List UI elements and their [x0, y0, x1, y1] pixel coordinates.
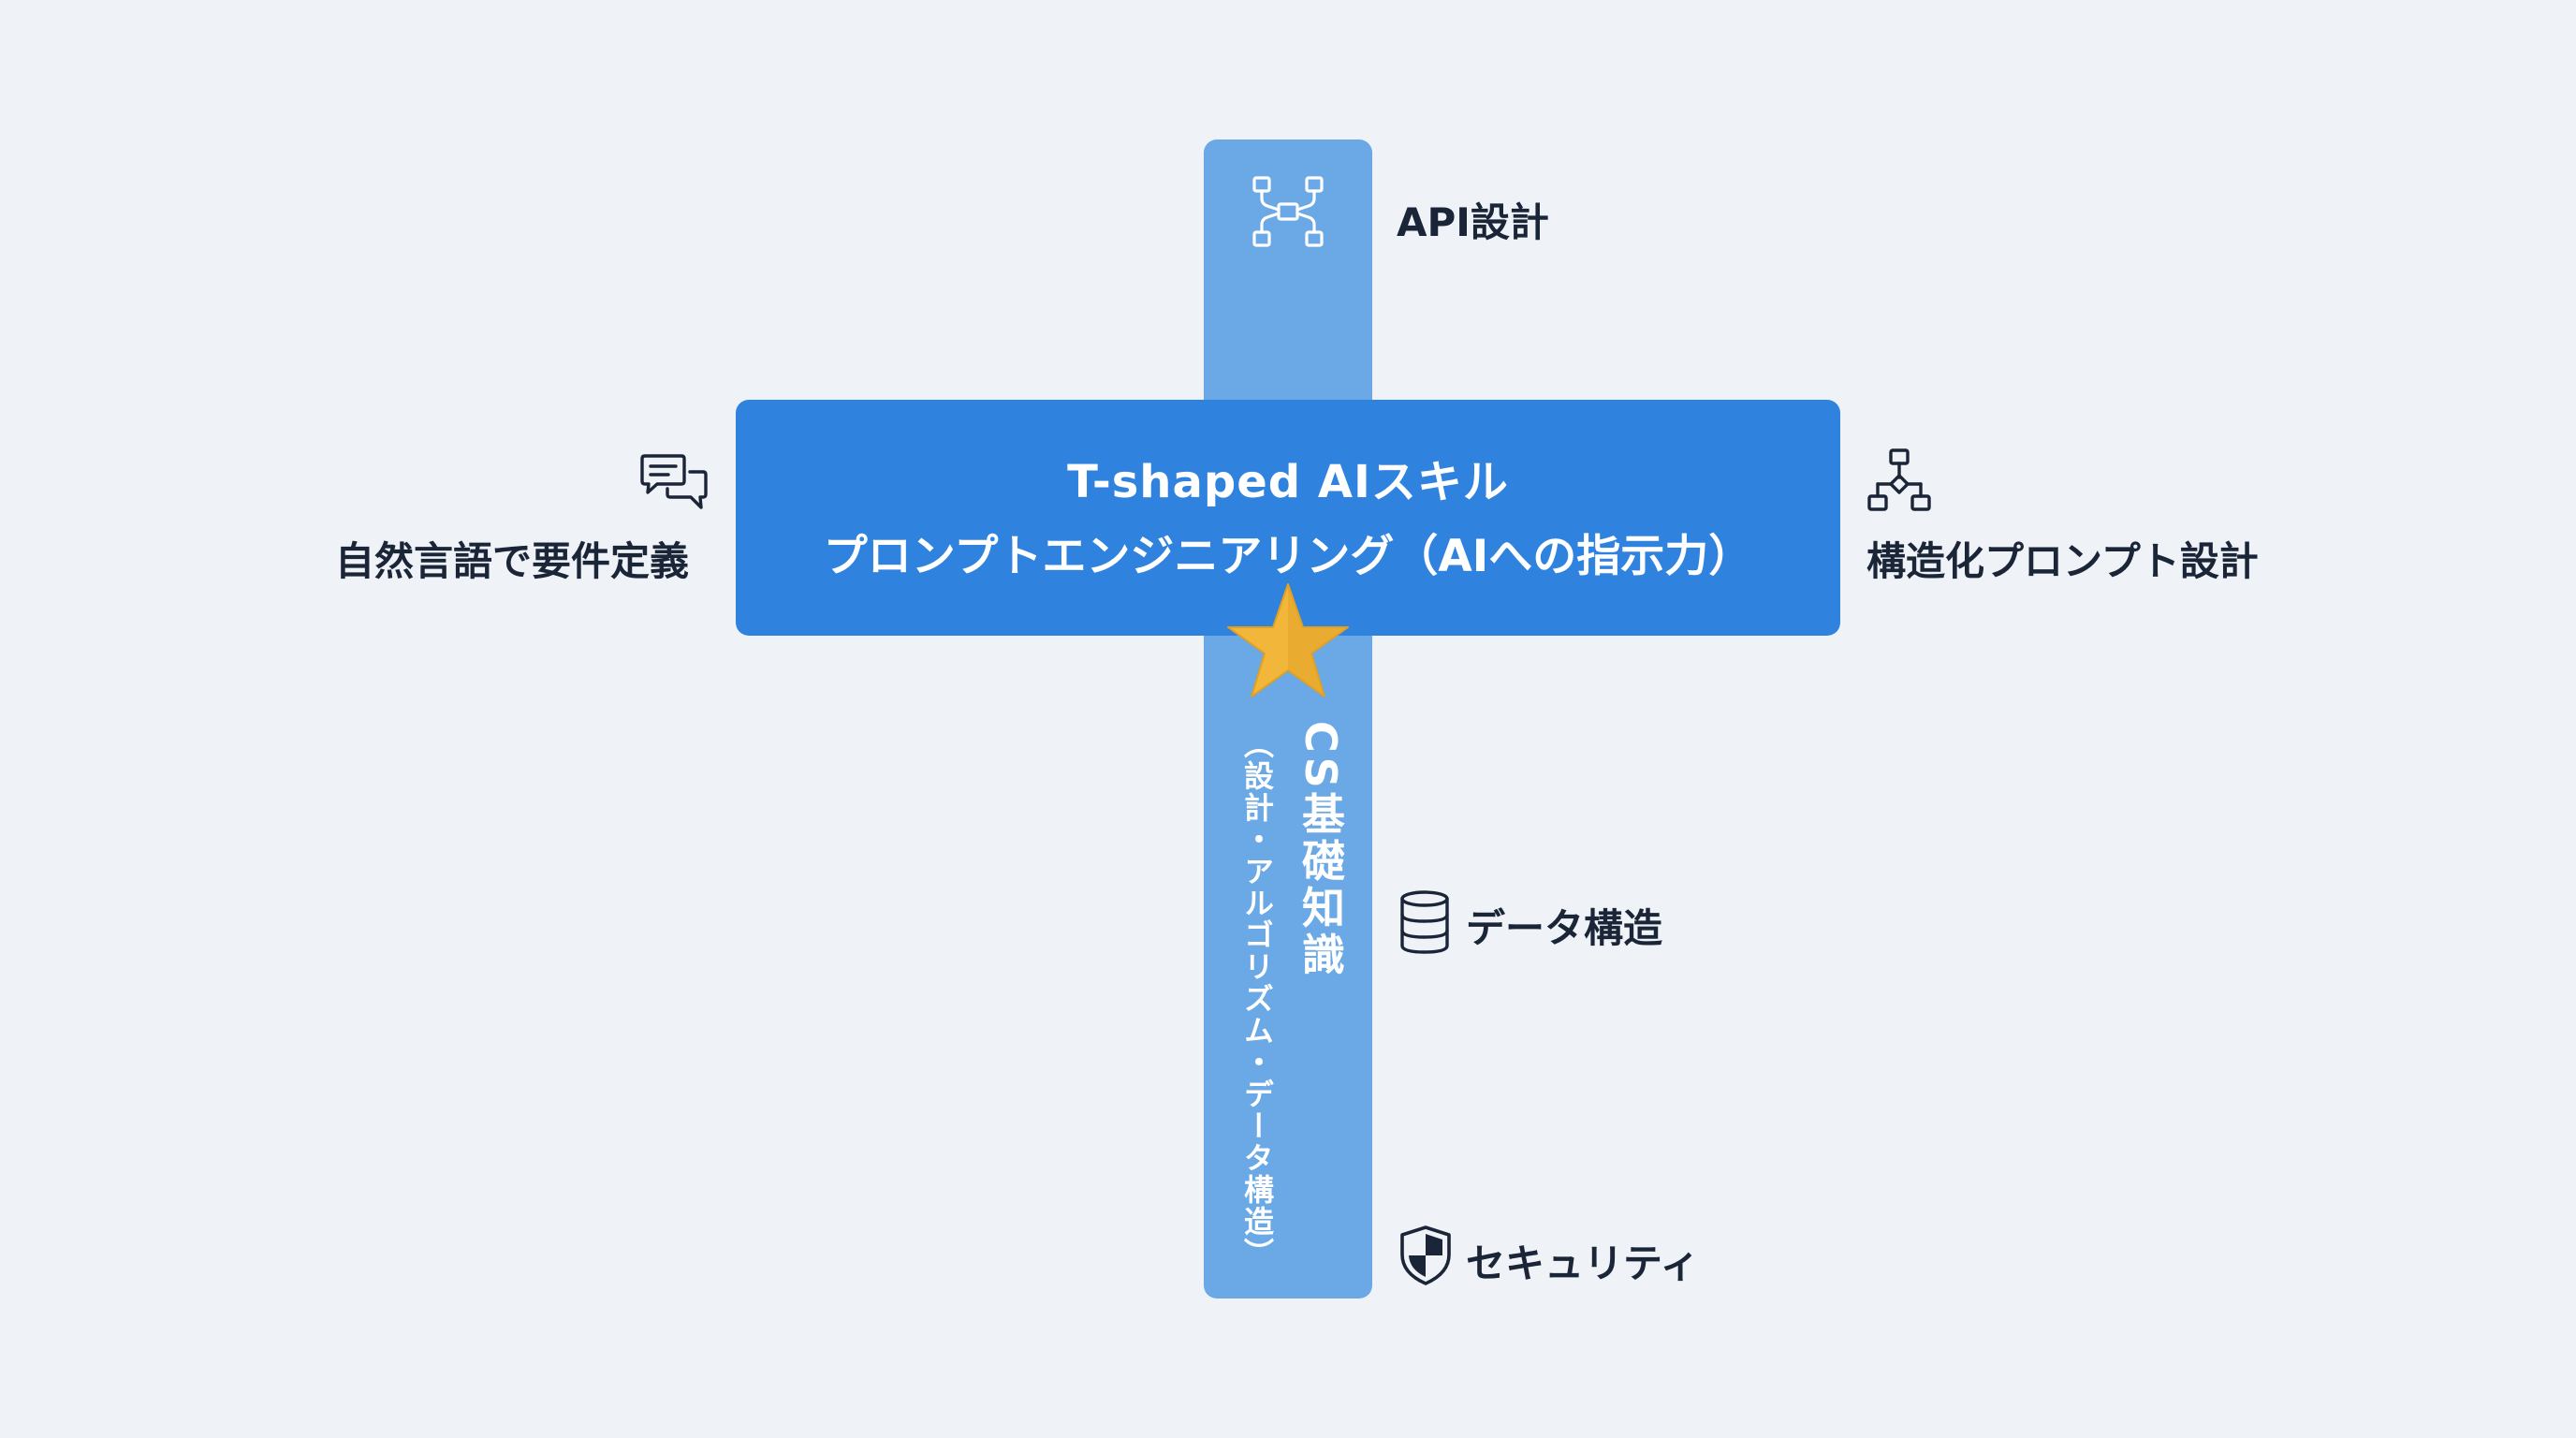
- data-structures-label: データ構造: [1466, 905, 1663, 951]
- natural-language-label: 自然言語で要件定義: [335, 538, 690, 584]
- security-label: セキュリティ: [1466, 1240, 1700, 1286]
- network-nodes-icon: [1251, 174, 1325, 249]
- chat-bubbles-icon: [638, 453, 710, 513]
- stem-subtitle: （設計・アルゴリズム・データ構造）: [1239, 728, 1275, 1269]
- stem-title: CS基礎知識: [1295, 721, 1346, 979]
- vertical-bar: [1204, 139, 1372, 1299]
- hierarchy-icon: [1866, 448, 1932, 513]
- center-title: T-shaped AIスキル: [1067, 456, 1509, 508]
- shield-icon: [1398, 1225, 1453, 1286]
- api-design-label: API設計: [1397, 199, 1549, 245]
- database-icon: [1398, 889, 1451, 955]
- structured-prompt-label: 構造化プロンプト設計: [1866, 538, 2259, 584]
- center-subtitle: プロンプトエンジニアリング（AIへの指示力）: [823, 531, 1753, 582]
- star-icon: [1224, 580, 1352, 702]
